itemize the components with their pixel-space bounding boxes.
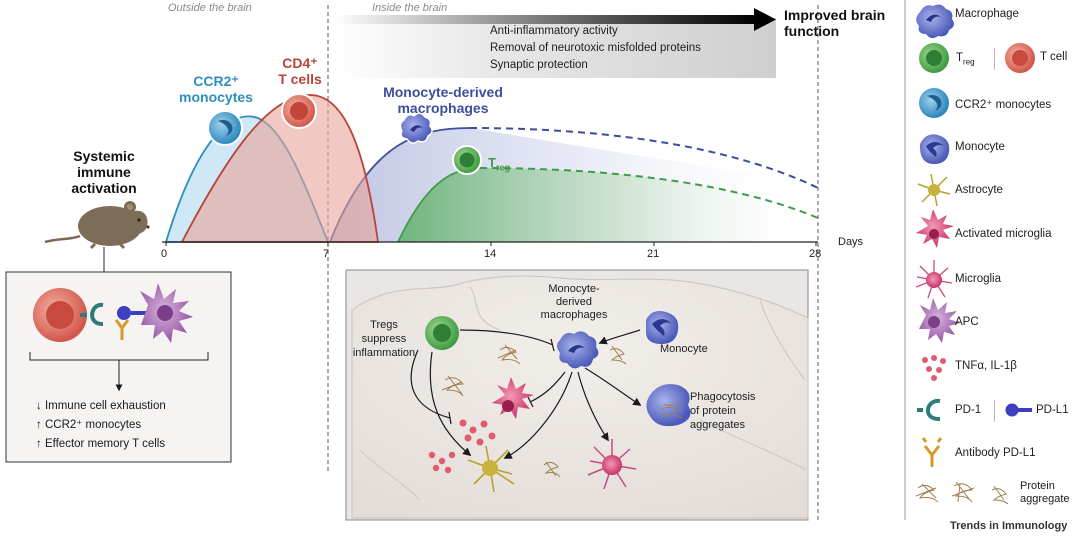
brain-microglia [587,439,637,490]
systemic-effects-list: ↓ Immune cell exhaustion ↑ CCR2⁺ monocyt… [36,397,166,454]
legend-treg-main: T [956,52,964,64]
systemic-activation-title: Systemic immune activation [71,148,137,196]
legend-astrocyte-label: Astrocyte [955,184,1003,196]
mouse-illustration [44,201,150,250]
effect-text: Immune cell exhaustion [44,400,166,412]
banner-line: Removal of neurotoxic misfolded proteins [490,42,701,54]
legend-ccr2-icon [919,88,949,118]
legend-activated-microglia-label: Activated microglia [955,228,1052,240]
legend-apc-icon [919,298,960,343]
inside-brain-label: Inside the brain [372,2,448,14]
brain-phagocytic-macrophage [646,384,691,427]
banner-line: Anti-inflammatory activity [490,25,618,37]
brain-monocyte-label: Monocyte [660,343,708,355]
ccr2-monocyte-cell [207,110,243,146]
legend-treg-icon [919,43,949,73]
improvement-arrow-shaft [334,15,756,24]
legend-cytokines-label: TNFα, IL-1β [955,360,1017,372]
brain-phagocytosis-label: Phagocytosis of protein aggregates [690,391,756,431]
brain-tregs-label: Tregs suppress inflammation [352,319,416,359]
ccr2-curve-label: CCR2⁺ monocytes [179,73,253,105]
brain-astrocyte [467,445,515,493]
cd4-tcell-cell [281,93,317,129]
outside-brain-label: Outside the brain [168,2,252,14]
cd4-curve-label: CD4⁺ T cells [278,55,322,87]
legend-ccr2-label: CCR2⁺ monocytes [955,99,1052,111]
journal-footer: Trends in Immunology [950,520,1068,532]
effect-item: ↓ Immune cell exhaustion [36,397,166,416]
up-arrow-icon: ↑ [36,438,42,450]
brain-monocyte-cell [646,311,679,344]
brain-sulcus-1 [469,286,501,331]
legend-treg-label: Treg [956,52,975,66]
tick-label-0: 0 [161,248,168,260]
brain-macrophage-cell [557,331,599,369]
legend-aggregate-label: Protein aggregate [1020,480,1070,505]
systemic-apc-cell [140,283,193,343]
legend-treg-separator [994,48,995,70]
legend-cytokine-icon [922,355,946,381]
down-arrow-icon: ↓ [36,400,42,412]
effect-item: ↑ Effector memory T cells [36,435,166,454]
brain-cytokines [428,419,496,474]
treg-curve-label: Treg [488,155,510,173]
brain-activated-microglia [492,377,534,419]
legend-monocyte-label: Monocyte [955,141,1005,153]
effect-text: Effector memory T cells [44,438,166,450]
banner-effects: Anti-inflammatory activity Removal of ne… [490,23,701,74]
systemic-antibody [114,319,130,340]
axis-unit-label: Days [838,236,864,248]
mdm-curve-label: Monocyte-derived macrophages [383,84,503,116]
legend-microglia-label: Microglia [955,273,1002,285]
mdm-cell [399,112,433,144]
effect-item: ↑ CCR2⁺ monocytes [36,416,166,435]
legend-tcell-icon [1005,43,1035,73]
systemic-pd1-receptor [80,302,104,326]
systemic-t-cell [33,288,87,342]
brain-treg-cell [425,316,459,350]
treg-cell [452,145,482,175]
treg-label-main: T [488,155,496,170]
legend-activated-microglia-icon [916,209,954,248]
brain-sulcus-2 [359,299,807,501]
legend-treg-sub: reg [963,57,975,67]
outcome-title: Improved brain function [784,7,886,39]
up-arrow-icon: ↑ [36,419,42,431]
legend-pd1-icon [917,398,941,421]
tick-label-7: 7 [323,248,330,260]
tick-label-14: 14 [484,248,497,260]
tick-label-21: 21 [647,248,660,260]
legend-astrocyte-icon [917,173,951,207]
legend-pdl1-label: PD-L1 [1036,404,1069,416]
legend-tcell-label: T cell [1040,51,1068,63]
legend-pd1-label: PD-1 [955,404,982,416]
legend-antibody-label: Antibody PD-L1 [955,447,1036,459]
systemic-pdl1-ligand [117,306,146,320]
treg-curve-area [398,168,818,242]
legend-pdl1-icon [1005,403,1032,417]
legend-apc-label: APC [955,316,979,328]
x-axis-ticks [165,242,817,246]
legend-monocyte-icon [919,134,950,164]
legend-macrophage-label: Macrophage [955,8,1019,20]
legend-macrophage-icon [916,4,954,39]
tick-label-28: 28 [809,248,822,260]
legend-microglia-icon [915,260,953,299]
brain-protein-aggregates [441,344,627,478]
legend-pd-separator [994,400,995,422]
legend-antibody-icon [921,437,943,467]
benefit-banner [334,18,776,78]
improvement-arrowhead [754,8,776,31]
treg-label-sub: reg [495,162,510,173]
legend-aggregate-icons [915,481,1009,505]
brain-mdm-label: Monocyte- derived macrophages [540,283,608,321]
brain-tissue [351,275,809,519]
brain-arrows [410,329,642,459]
cd4-curve [180,94,380,243]
treg-curve-dashed [479,167,819,219]
effect-text: CCR2⁺ monocytes [44,419,142,431]
banner-line: Synaptic protection [490,59,588,71]
